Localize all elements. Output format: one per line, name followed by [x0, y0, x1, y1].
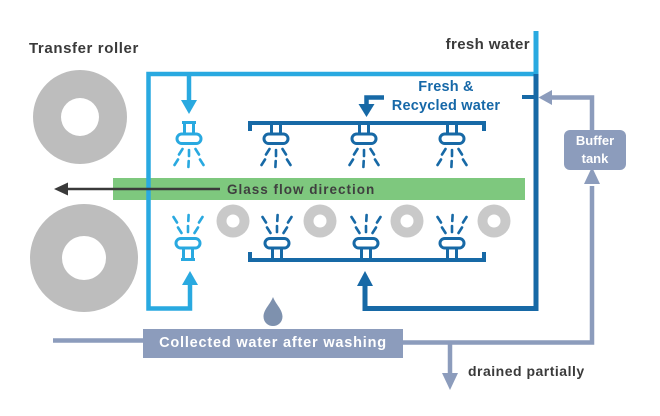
arrow-left-into-junction-icon — [538, 90, 552, 105]
arrow-up-into-buffer-tank-icon — [584, 167, 600, 184]
top-nozzle-icon — [348, 120, 380, 169]
fresh-recycled-line1: Fresh & — [418, 79, 474, 95]
transfer-roller-top — [33, 70, 127, 164]
glass-flow-band — [113, 178, 525, 200]
pipe-to-buffer-tank — [403, 186, 595, 345]
arrow-down-fresh-recycled-icon — [358, 104, 375, 117]
bottom-nozzle-icon — [436, 213, 468, 262]
water-droplet-icon — [263, 297, 283, 326]
arrow-down-top-left-nozzle-icon — [181, 100, 197, 114]
buffer-tank-line2: tank — [581, 151, 609, 166]
buffer-tank-node: Buffer tank — [564, 130, 626, 170]
arrow-up-bottom-manifold-icon — [357, 271, 373, 286]
glass-flow-arrow — [54, 182, 220, 196]
collected-water-node: Collected water after washing — [143, 329, 403, 358]
top-left-nozzle-icon — [173, 120, 205, 169]
fresh-recycled-loop-pipe — [362, 74, 539, 311]
transfer-roller-label: Transfer roller — [29, 40, 139, 57]
pipe-buffer-to-junction — [552, 95, 595, 133]
top-nozzle-icon — [260, 120, 292, 169]
bottom-nozzle-icon — [261, 213, 293, 262]
top-nozzle-icon — [436, 120, 468, 169]
drained-partially-label: drained partially — [468, 363, 585, 379]
fresh-recycled-water-label: Fresh & Recycled water — [373, 78, 519, 116]
bottom-left-nozzle-icon — [172, 213, 204, 262]
buffer-tank-line1: Buffer — [575, 133, 615, 148]
fresh-water-loop-pipe — [146, 71, 536, 311]
arrow-down-drain-icon — [442, 373, 458, 390]
small-rollers — [216, 204, 511, 238]
fresh-water-label: fresh water — [445, 36, 530, 53]
fresh-water-pipes — [146, 31, 539, 311]
transfer-roller-bottom — [30, 204, 138, 312]
arrow-left-glass-flow-icon — [54, 182, 68, 196]
glass-flow-direction-label: Glass flow direction — [227, 182, 376, 197]
bottom-nozzle-icon — [350, 213, 382, 262]
arrow-up-bottom-left-nozzle-icon — [182, 271, 198, 285]
recycle-pipes — [53, 90, 600, 390]
fresh-recycled-label-arrow — [364, 95, 384, 106]
fresh-recycled-line2: Recycled water — [391, 98, 501, 114]
